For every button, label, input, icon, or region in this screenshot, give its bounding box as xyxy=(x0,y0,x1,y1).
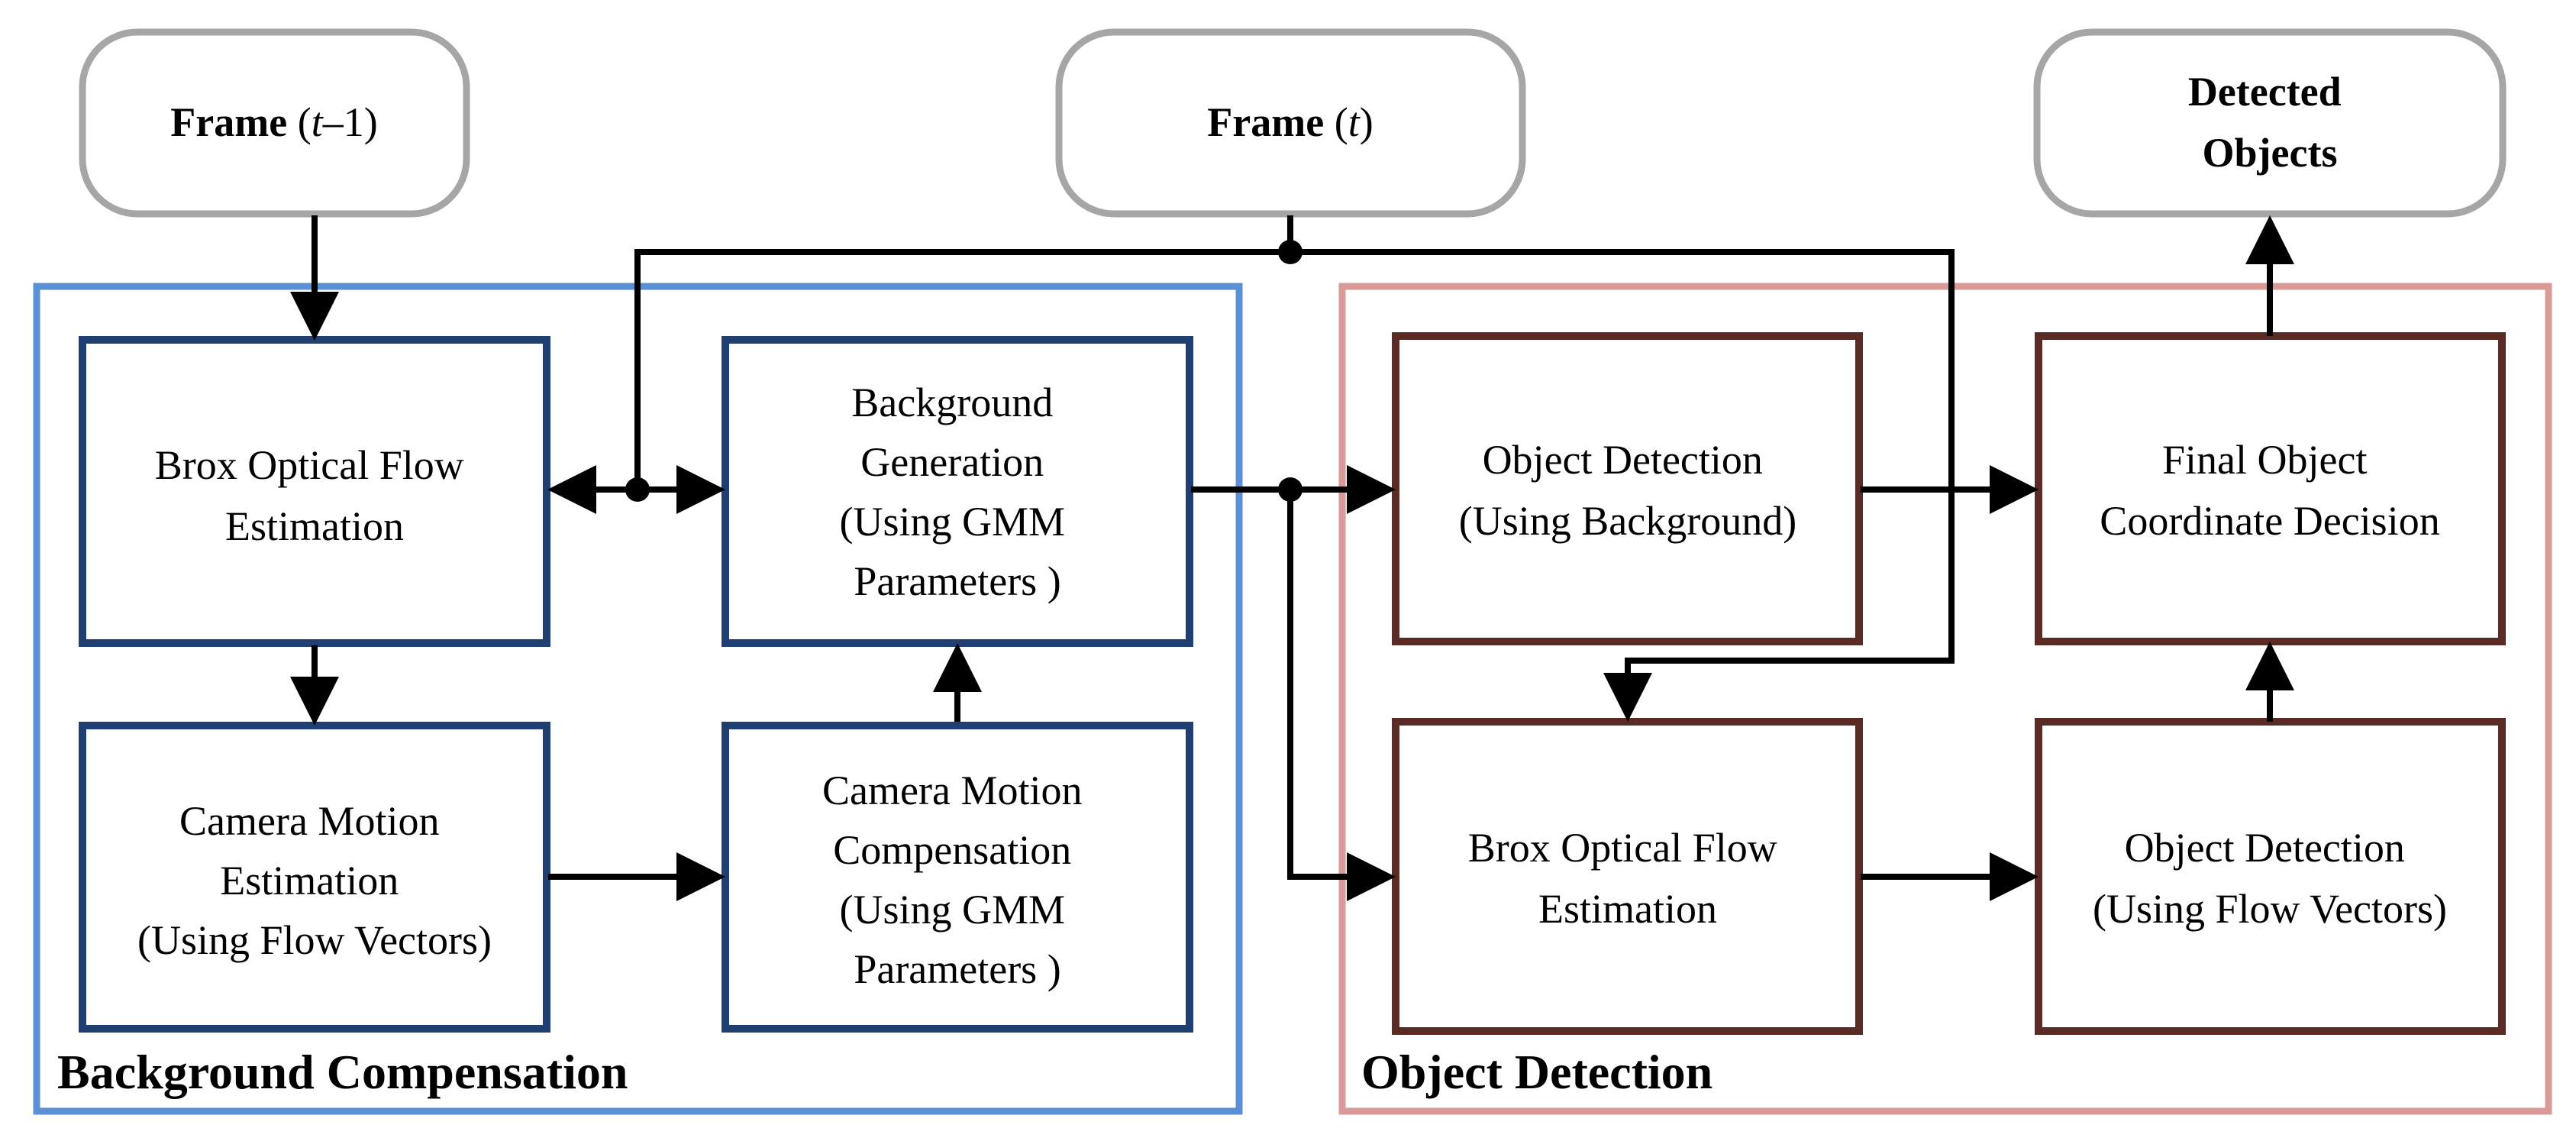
background-generation-label: Background Generation (Using GMM Paramet… xyxy=(839,380,1075,604)
frame-prev-label: Frame (t–1) xyxy=(170,99,377,145)
detected-objects-label: Detected Objects xyxy=(2188,69,2352,176)
object-detection-background-label: Object Detection (Using Background) xyxy=(1459,437,1796,544)
object-detection-label: Object Detection xyxy=(1361,1045,1712,1099)
camera-motion-estimation-box xyxy=(79,722,550,1033)
final-coordinate-decision-box xyxy=(2035,332,2506,645)
frame-curr-label: Frame (t) xyxy=(1207,99,1373,145)
frame-curr-box xyxy=(1055,28,1526,218)
detected-objects-box xyxy=(2033,28,2507,218)
arrow-frame-to-brox-od xyxy=(1290,249,1955,722)
object-detection-group xyxy=(1338,283,2552,1115)
final-coordinate-decision-label: Final Object Coordinate Decision xyxy=(2100,437,2439,544)
camera-motion-compensation-label: Camera Motion Compensation (Using GMM Pa… xyxy=(822,768,1093,992)
background-compensation-label: Background Compensation xyxy=(57,1045,628,1099)
brox-flow-od-box xyxy=(1392,718,1863,1035)
junction-frame-curr xyxy=(1278,240,1303,264)
junction-bus xyxy=(625,477,650,502)
junction-bg-output xyxy=(1278,477,1303,502)
brox-flow-od-label: Brox Optical Flow Estimation xyxy=(1468,825,1787,932)
arrow-bg-to-brox-od xyxy=(1287,490,1396,901)
frame-curr-bus xyxy=(634,215,1293,490)
brox-flow-bc-label: Brox Optical Flow Estimation xyxy=(155,442,474,549)
frame-prev-box xyxy=(79,28,470,218)
brox-flow-bc-box xyxy=(79,336,550,647)
object-detection-flow-label: Object Detection (Using Flow Vectors) xyxy=(2093,825,2447,932)
camera-motion-compensation-box xyxy=(721,722,1193,1033)
object-detection-background-box xyxy=(1392,332,1863,645)
object-detection-flow-box xyxy=(2035,718,2506,1035)
camera-motion-estimation-label: Camera Motion Estimation (Using Flow Vec… xyxy=(137,798,492,963)
